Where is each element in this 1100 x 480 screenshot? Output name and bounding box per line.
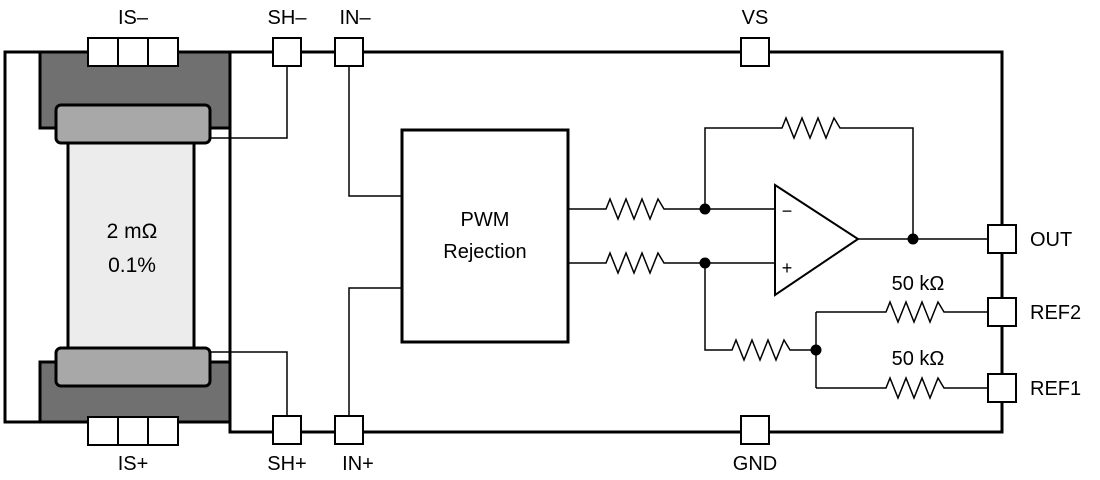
shunt-resistor: 2 mΩ 0.1% bbox=[3, 50, 232, 424]
pwm-block-label-line2: Rejection bbox=[443, 241, 526, 263]
ref2-pin bbox=[987, 297, 1017, 327]
pin-label-is-plus: IS+ bbox=[118, 453, 149, 475]
input-resistor-inverting bbox=[568, 196, 775, 222]
sh-plus-pin bbox=[272, 415, 302, 445]
pwm-block-label-line1: PWM bbox=[461, 209, 510, 231]
shunt-outer-wire bbox=[3, 50, 40, 424]
ref2-resistor bbox=[816, 299, 988, 325]
pin-label-in-minus: IN– bbox=[339, 7, 371, 29]
shunt-tolerance-label: 0.1% bbox=[108, 254, 156, 277]
sh-minus-wire bbox=[210, 66, 288, 139]
vs-pin bbox=[740, 37, 770, 67]
ref1-pin bbox=[987, 373, 1017, 403]
ref1-resistor-value: 50 kΩ bbox=[892, 348, 945, 370]
pin-label-is-minus: IS– bbox=[118, 7, 149, 29]
op-amp-minus-sign: − bbox=[782, 201, 793, 221]
junction-dot-reference bbox=[810, 344, 822, 356]
pin-label-gnd: GND bbox=[733, 453, 777, 475]
pin-label-ref2: REF2 bbox=[1030, 302, 1081, 324]
ref1-resistor bbox=[816, 375, 988, 401]
junction-dot-noninverting bbox=[699, 257, 711, 269]
shunt-body bbox=[66, 138, 196, 354]
pin-label-in-plus: IN+ bbox=[342, 453, 374, 475]
in-minus-pin bbox=[334, 37, 364, 67]
shunt-bottom-cap bbox=[54, 346, 212, 388]
in-minus-wire bbox=[348, 66, 402, 197]
in-plus-wire bbox=[348, 287, 402, 416]
pin-label-sh-minus: SH– bbox=[268, 7, 308, 29]
shunt-top-cap bbox=[54, 103, 212, 145]
shunt-resistance-label: 2 mΩ bbox=[107, 220, 158, 243]
sh-plus-wire bbox=[210, 351, 288, 416]
gnd-pin bbox=[740, 415, 770, 445]
input-resistor-noninverting bbox=[568, 250, 775, 276]
is-plus-pin bbox=[87, 416, 179, 446]
sh-minus-pin bbox=[272, 37, 302, 67]
ref2-resistor-value: 50 kΩ bbox=[892, 273, 945, 295]
pin-label-sh-plus: SH+ bbox=[267, 453, 306, 475]
op-amp bbox=[774, 183, 860, 297]
op-amp-plus-sign: + bbox=[782, 258, 793, 278]
junction-dot-inverting bbox=[699, 203, 711, 215]
out-pin bbox=[987, 224, 1017, 254]
pin-label-vs: VS bbox=[742, 7, 769, 29]
reference-divider-resistor bbox=[704, 263, 816, 363]
pin-label-out: OUT bbox=[1030, 229, 1072, 251]
pin-label-ref1: REF1 bbox=[1030, 378, 1081, 400]
feedback-resistor bbox=[704, 115, 914, 239]
in-plus-pin bbox=[334, 415, 364, 445]
is-minus-pin bbox=[87, 37, 179, 67]
pwm-rejection-block bbox=[400, 128, 570, 344]
ic-package-outline bbox=[228, 50, 1004, 434]
junction-dot-output bbox=[907, 233, 919, 245]
